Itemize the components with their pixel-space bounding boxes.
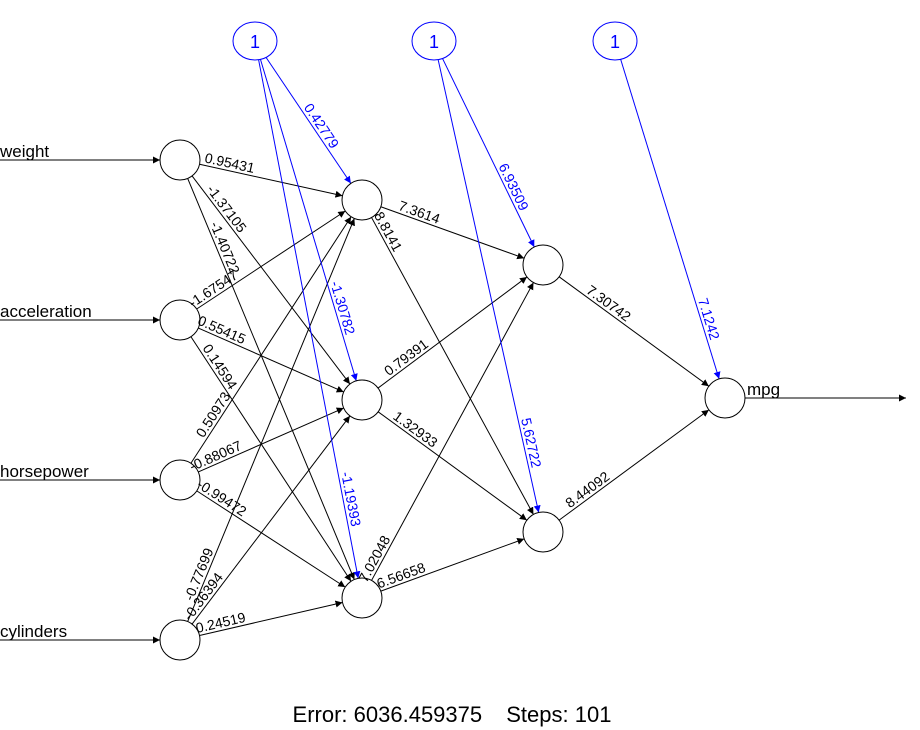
edge-input-hidden1	[191, 415, 351, 625]
weight-label-bias-output: 7.1242	[695, 296, 723, 342]
steps-value: 101	[575, 702, 612, 727]
hidden1-neuron	[341, 577, 383, 619]
edge-bias-hidden1	[258, 59, 361, 579]
error-label: Error:	[293, 702, 348, 727]
edge-input-hidden1	[190, 336, 352, 582]
edge-bias-hidden1	[259, 59, 358, 381]
bias-node	[232, 21, 278, 61]
edge-input-hidden1	[187, 218, 355, 622]
weight-label-hidden1-hidden2: 1.32933	[390, 408, 440, 451]
edge-input-hidden1	[191, 175, 351, 385]
weight-label-bias-hidden1: 0.42779	[301, 100, 343, 151]
weight-label-input-hidden1: 0.55415	[196, 312, 249, 347]
input-neuron	[159, 459, 201, 501]
weight-label-input-hidden1: 0.95431	[203, 150, 256, 177]
training-summary: Error: 6036.459375 Steps: 101	[293, 702, 612, 727]
edge-input-hidden1	[198, 407, 344, 473]
input-label-cylinders: cylinders	[0, 622, 67, 641]
neuron-nodes: 1 1 1	[159, 21, 746, 661]
edge-input-hidden1	[187, 178, 355, 580]
input-label-horsepower: horsepower	[0, 462, 89, 481]
weight-label-hidden1-hidden2: 8.8141	[371, 209, 406, 254]
weight-label-input-hidden1: 0.50973	[192, 389, 233, 440]
output-neuron	[704, 377, 746, 419]
edge-input-hidden1	[199, 163, 343, 198]
bias-node	[592, 21, 638, 61]
weight-label-hidden2-output: 8.44092	[562, 468, 612, 511]
edge-hidden1-hidden2	[371, 282, 534, 581]
error-value: 6036.459375	[354, 702, 482, 727]
input-neuron	[159, 619, 201, 661]
weight-label-bias-hidden1: -1.30782	[327, 279, 358, 337]
weight-label-hidden1-hidden2: 7.3614	[396, 197, 442, 227]
edge-bias-hidden2	[437, 59, 541, 513]
weight-label-hidden1-hidden2: 0.79391	[381, 336, 431, 379]
edge-hidden2-output	[558, 276, 710, 387]
bias-node	[411, 21, 457, 61]
weight-label-input-hidden1: -1.67547	[186, 267, 241, 311]
hidden2-neuron	[522, 511, 564, 553]
weight-label-hidden2-output: 7.30742	[584, 282, 634, 325]
weight-label-input-hidden1: 0.14594	[200, 341, 241, 392]
weight-label-input-hidden1: 0.24519	[194, 609, 247, 636]
steps-label: Steps:	[506, 702, 568, 727]
edge-input-hidden1	[190, 216, 352, 464]
input-neuron	[159, 139, 201, 181]
weight-label-bias-hidden1: -1.19393	[338, 470, 364, 528]
weight-labels: weight acceleration horsepower cylinders 0.9…	[0, 100, 780, 641]
edge-hidden1-hidden2	[380, 206, 525, 260]
bias-node-label: 1	[250, 32, 260, 52]
edge-hidden1-hidden2	[377, 276, 528, 389]
weight-label-hidden1-hidden2: 6.56658	[374, 559, 427, 591]
edge-bias-output	[620, 59, 721, 380]
edge-bias-hidden1	[265, 56, 352, 184]
hidden2-neuron	[522, 244, 564, 286]
edge-hidden1-hidden2	[371, 217, 534, 515]
bias-node-label: 1	[610, 32, 620, 52]
bias-node-label: 1	[429, 32, 439, 52]
input-neuron	[159, 299, 201, 341]
edge-input-hidden1	[198, 327, 344, 393]
hidden1-neuron	[341, 179, 383, 221]
hidden1-neuron	[341, 379, 383, 421]
edge-input-hidden1	[196, 210, 346, 310]
edge-input-hidden1	[199, 600, 343, 636]
edge-input-hidden1	[196, 490, 346, 588]
output-label-mpg: mpg	[747, 380, 780, 399]
connection-edges	[0, 56, 906, 644]
weight-label-bias-hidden2: 5.62722	[518, 416, 545, 469]
weight-label-input-hidden1: -0.99472	[194, 476, 249, 520]
edge-hidden1-hidden2	[380, 537, 525, 592]
edge-hidden2-output	[558, 409, 710, 521]
edge-bias-hidden2	[441, 57, 535, 248]
edge-hidden1-hidden2	[377, 411, 528, 521]
input-label-weight: weight	[0, 142, 49, 161]
input-label-acceleration: acceleration	[0, 302, 92, 321]
